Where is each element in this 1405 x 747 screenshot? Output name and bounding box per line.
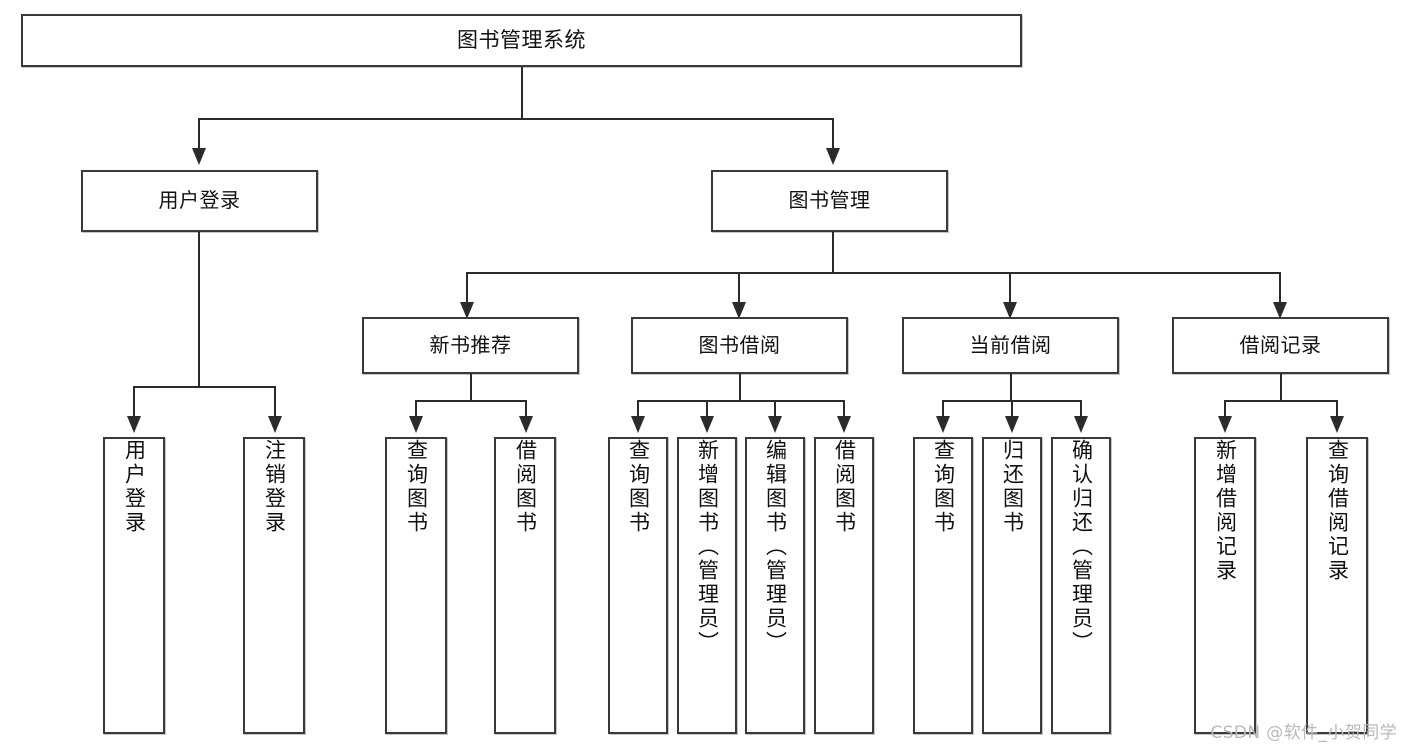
node-book-management[interactable]: 图书管理 [711,170,948,232]
node-label: 借阅图书 [832,439,857,535]
leaf-bb-borrow-book[interactable]: 借阅图书 [814,437,874,734]
node-label: 查询图书 [931,439,956,535]
edge-book-borrow-stem [739,374,741,401]
edge-root-stem [521,67,523,119]
arrowhead-br-query-record [1330,416,1344,433]
edge-new-book-bus [415,400,527,402]
node-label: 查询图书 [626,439,651,535]
node-label: 借阅记录 [1239,332,1322,357]
arrowhead-nb-query-book [409,416,423,433]
edge-current-borrow-stem [1010,374,1012,401]
node-label: 归还图书 [1000,439,1025,535]
edge-br-drop-1 [1224,400,1226,418]
arrowhead-book-borrow [732,302,746,319]
node-label: 查询图书 [404,439,429,535]
edge-br-drop-2 [1336,400,1338,418]
edge-user-login-bus [133,386,276,388]
arrowhead-bb-add-book [700,416,714,433]
edge-bb-drop-4 [843,400,845,418]
leaf-user-login[interactable]: 用户登录 [103,437,165,734]
node-label: 用户登录 [158,188,241,213]
edge-root-to-user-login [198,118,200,151]
node-label: 当前借阅 [969,332,1052,357]
leaf-bb-query-book[interactable]: 查询图书 [608,437,668,734]
node-label: 图书借阅 [698,332,781,357]
edge-new-book-drop-1 [415,400,417,418]
arrowhead-cb-return-book [1005,416,1019,433]
node-label: 图书管理 [788,188,871,213]
edge-bb-drop-2 [706,400,708,418]
edge-borrow-record-stem [1280,374,1282,401]
node-label: 新增借阅记录 [1213,439,1238,583]
node-book-borrow[interactable]: 图书借阅 [631,317,848,374]
edge-bm-drop-record [1279,272,1281,304]
edge-cb-drop-2 [1011,400,1013,418]
edge-book-management-stem [832,232,834,273]
arrowhead-cb-query-book [936,416,950,433]
node-label: 图书管理系统 [457,28,586,53]
arrowhead-bb-borrow-book [837,416,851,433]
edge-bb-drop-3 [774,400,776,418]
node-current-borrow[interactable]: 当前借阅 [902,317,1119,374]
arrowhead-leaf-logout [268,416,282,433]
edge-bm-drop-new-book [466,272,468,304]
node-label: 查询借阅记录 [1325,439,1350,583]
edge-user-login-drop-1 [133,386,135,418]
arrowhead-new-book-recommend [460,302,474,319]
edge-book-management-bus [466,272,1280,274]
node-borrow-record[interactable]: 借阅记录 [1172,317,1389,374]
node-label: 用户登录 [122,439,147,535]
edge-cb-drop-3 [1080,400,1082,418]
arrowhead-book-management [826,148,840,165]
edge-root-to-book-management [832,118,834,151]
leaf-cb-return-book[interactable]: 归还图书 [982,437,1042,734]
arrowhead-bb-edit-book [768,416,782,433]
edge-bm-drop-current [1009,272,1011,304]
edge-bb-drop-1 [637,400,639,418]
arrowhead-cb-confirm-return [1074,416,1088,433]
edge-new-book-stem [470,374,472,401]
watermark: CSDN @软件_小贺同学 [1210,723,1397,743]
leaf-br-add-record[interactable]: 新增借阅记录 [1194,437,1256,734]
leaf-bb-edit-book[interactable]: 编辑图书（管理员） [745,437,805,734]
leaf-br-query-record[interactable]: 查询借阅记录 [1306,437,1368,734]
arrowhead-br-add-record [1218,416,1232,433]
node-label: 新书推荐 [429,332,512,357]
edge-root-bus [198,118,834,120]
node-label: 编辑图书（管理员） [763,439,788,655]
edge-bm-drop-borrow [738,272,740,304]
edge-new-book-drop-2 [525,400,527,418]
edge-cb-drop-1 [942,400,944,418]
node-user-login[interactable]: 用户登录 [81,170,318,232]
leaf-nb-borrow-book[interactable]: 借阅图书 [494,437,556,734]
arrowhead-current-borrow [1003,302,1017,319]
arrowhead-nb-borrow-book [519,416,533,433]
node-label: 确认归还（管理员） [1069,439,1094,655]
edge-user-login-drop-2 [274,386,276,418]
leaf-cb-confirm-return[interactable]: 确认归还（管理员） [1051,437,1111,734]
node-book-management-system[interactable]: 图书管理系统 [21,14,1022,67]
edge-book-borrow-bus [637,400,845,402]
node-label: 借阅图书 [513,439,538,535]
arrowhead-leaf-user-login [127,416,141,433]
node-new-book-recommend[interactable]: 新书推荐 [362,317,579,374]
edge-user-login-stem [198,232,200,387]
node-label: 注销登录 [262,439,287,535]
arrowhead-user-login [192,148,206,165]
leaf-nb-query-book[interactable]: 查询图书 [385,437,447,734]
leaf-bb-add-book[interactable]: 新增图书（管理员） [677,437,737,734]
leaf-logout-login[interactable]: 注销登录 [243,437,305,734]
leaf-cb-query-book[interactable]: 查询图书 [913,437,973,734]
arrowhead-borrow-record [1273,302,1287,319]
node-label: 新增图书（管理员） [695,439,720,655]
edge-borrow-record-bus [1224,400,1337,402]
arrowhead-bb-query-book [631,416,645,433]
